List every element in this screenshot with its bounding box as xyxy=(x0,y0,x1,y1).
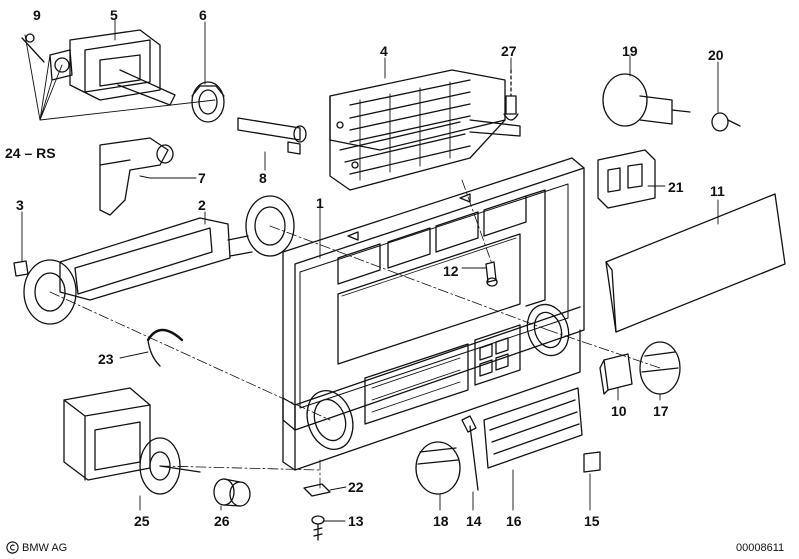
label-part-10: 10 xyxy=(611,403,627,419)
label-part-6: 6 xyxy=(199,7,207,23)
clip-nut xyxy=(303,483,331,497)
screw-top xyxy=(711,112,741,132)
label-part-18: 18 xyxy=(433,513,449,529)
knob-left xyxy=(415,441,461,495)
rotary-control xyxy=(602,73,691,127)
fastener-group xyxy=(21,33,73,81)
label-part-22: 22 xyxy=(348,479,364,495)
label-part-15: 15 xyxy=(584,513,600,529)
label-part-1: 1 xyxy=(316,195,324,211)
label-part-11: 11 xyxy=(710,183,725,199)
label-part-21: 21 xyxy=(668,179,684,195)
label-part-3: 3 xyxy=(16,197,24,213)
trim-plate xyxy=(483,387,583,469)
blower-motor xyxy=(63,387,201,495)
leader-lines xyxy=(21,19,719,522)
label-part-8: 8 xyxy=(259,170,267,186)
retaining-ring xyxy=(146,328,184,367)
label-part-5: 5 xyxy=(110,7,118,23)
carrier-plate xyxy=(23,195,295,325)
label-part-23: 23 xyxy=(98,351,114,367)
label-part-16: 16 xyxy=(506,513,522,529)
bulb xyxy=(503,69,519,121)
label-part-9: 9 xyxy=(33,7,41,23)
screw-center xyxy=(485,261,498,287)
sleeve xyxy=(213,478,251,507)
copyright-icon xyxy=(6,541,19,554)
clip xyxy=(13,260,29,277)
cover-panel xyxy=(605,193,786,333)
label-part-20: 20 xyxy=(708,47,724,63)
control-mechanism xyxy=(329,69,521,191)
brand-footer: BMW AG xyxy=(22,542,68,554)
label-part-13: 13 xyxy=(348,513,364,529)
axis-lines xyxy=(49,179,661,491)
label-part-7: 7 xyxy=(198,170,206,186)
screw-bottom xyxy=(311,515,325,541)
label-part-26: 26 xyxy=(214,513,230,529)
label-part-2: 2 xyxy=(198,197,206,213)
label-part-19: 19 xyxy=(622,43,638,59)
screw-panel xyxy=(461,415,479,491)
label-part-17: 17 xyxy=(653,403,669,419)
rotary-switch xyxy=(191,81,225,123)
label-part-14: 14 xyxy=(466,513,482,529)
shaft-assembly xyxy=(237,117,307,155)
rocker-switch xyxy=(597,149,656,209)
drawing-number: 00008611 xyxy=(736,542,785,554)
lever xyxy=(99,137,174,216)
label-part-27: 27 xyxy=(501,43,517,59)
switch-housing xyxy=(69,29,176,106)
label-part-12: 12 xyxy=(443,263,459,279)
label-part-4: 4 xyxy=(380,43,388,59)
label-part-25: 25 xyxy=(134,513,150,529)
cap xyxy=(583,451,601,473)
label-part-24-rs: 24 – RS xyxy=(5,145,56,161)
push-button xyxy=(599,353,633,395)
control-panel-frame xyxy=(282,157,585,471)
